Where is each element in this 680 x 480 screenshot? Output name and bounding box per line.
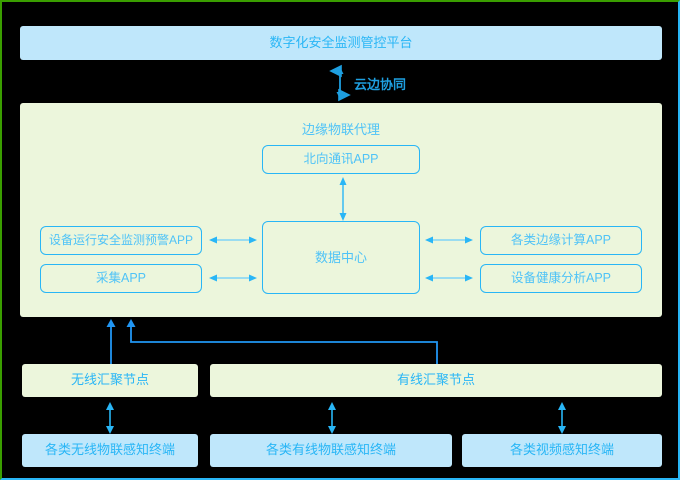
cloud-edge-arrow-icon xyxy=(329,64,351,102)
edge-agent-title: 边缘物联代理 xyxy=(301,122,380,137)
terminal-wired-iot[interactable]: 各类有线物联感知终端 xyxy=(210,434,452,467)
app-box-edge-computing[interactable]: 各类边缘计算APP xyxy=(480,226,642,255)
app-box-collection[interactable]: 采集APP xyxy=(40,264,202,293)
platform-banner: 数字化安全监测管控平台 xyxy=(20,26,662,60)
arrow-datacenter-to-right-app1-icon xyxy=(425,236,473,244)
aggregation-node-wired[interactable]: 有线汇聚节点 xyxy=(210,364,662,397)
aggregation-to-edge-connectors-icon xyxy=(106,319,438,364)
data-center-box[interactable]: 数据中心 xyxy=(262,221,420,294)
arrow-wired-node-to-terminal-icon xyxy=(328,402,336,434)
terminal-wireless-iot[interactable]: 各类无线物联感知终端 xyxy=(22,434,198,467)
arrow-wireless-node-to-terminal-icon xyxy=(106,402,114,434)
aggregation-node-wireless[interactable]: 无线汇聚节点 xyxy=(22,364,198,397)
terminal-video[interactable]: 各类视频感知终端 xyxy=(462,434,662,467)
cloud-edge-label: 云边协同 xyxy=(354,77,407,92)
north-comm-app-box[interactable]: 北向通讯APP xyxy=(262,145,420,174)
arrow-datacenter-to-right-app2-icon xyxy=(425,274,473,282)
app-box-device-health-analysis[interactable]: 设备健康分析APP xyxy=(480,264,642,293)
north-to-datacenter-arrow-icon xyxy=(339,177,347,221)
arrow-left-app2-to-datacenter-icon xyxy=(209,274,257,282)
edge-agent-panel: 边缘物联代理 北向通讯APP 数据中心 设备运行安全监测预警APP 采集APP … xyxy=(20,103,662,317)
app-box-device-safety-monitoring[interactable]: 设备运行安全监测预警APP xyxy=(40,226,202,255)
arrow-left-app1-to-datacenter-icon xyxy=(209,236,257,244)
arrow-wired-node-to-video-terminal-icon xyxy=(558,402,566,434)
